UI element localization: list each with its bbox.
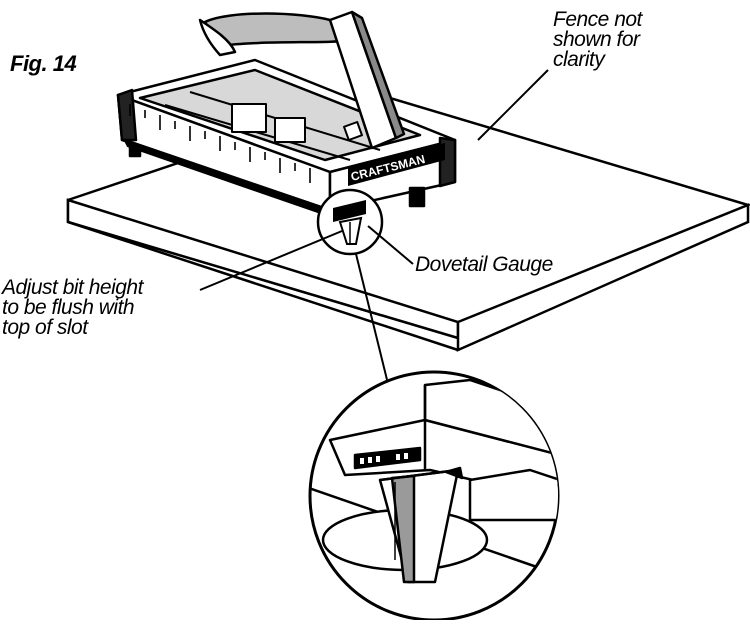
adjust-bit-note: Adjust bit height to be flush with top o…	[2, 276, 143, 339]
scale-ticks	[129, 104, 311, 183]
fence-note-line-3: clarity	[553, 48, 605, 71]
adjust-bit-line-2: to be flush with	[2, 296, 135, 319]
fence-note-line-2: shown for	[553, 28, 640, 51]
gauge-detail-circle	[316, 188, 384, 256]
handle-arm	[198, 10, 406, 150]
inset-label-marks	[360, 453, 408, 464]
magnified-inset	[308, 370, 560, 622]
fence-note-line-1: Fence not	[553, 8, 642, 31]
fence-note: Fence not shown for clarity	[553, 8, 642, 71]
leader-lines	[199, 69, 549, 401]
adjust-bit-line-1: Adjust bit height	[2, 276, 143, 299]
figure-label: Fig. 14	[10, 51, 77, 76]
adjust-bit-line-3: top of slot	[2, 316, 88, 339]
dovetail-gauge-label: Dovetail Gauge	[415, 253, 553, 276]
